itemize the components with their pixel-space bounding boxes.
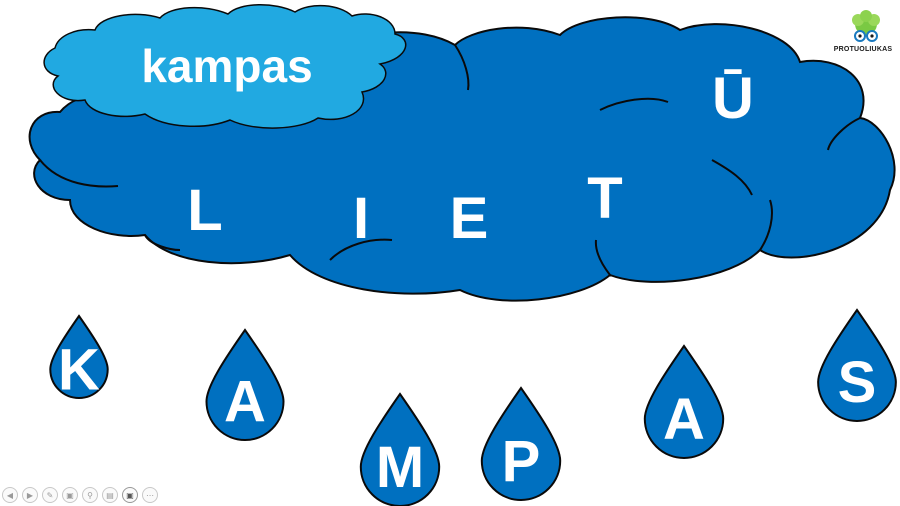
subtitles-icon[interactable]: ▤ (102, 487, 118, 503)
camera-icon[interactable]: ▣ (122, 487, 138, 503)
drop-letter-p-3[interactable]: P (502, 429, 541, 494)
brain-mascot-icon (852, 10, 880, 42)
slides-icon[interactable]: ▣ (62, 487, 78, 503)
rain-drop[interactable] (49, 314, 109, 399)
target-word: kampas (141, 40, 312, 92)
drop-letter-k-0[interactable]: K (58, 337, 100, 402)
cloud-letter-i[interactable]: I (353, 186, 369, 251)
presenter-toolbar: ◀ ▶ ✎ ▣ ⚲ ▤ ▣ ⋯ (2, 487, 158, 505)
rain-drop[interactable] (480, 386, 562, 501)
cloud-letter-t[interactable]: T (587, 166, 622, 231)
more-icon[interactable]: ⋯ (142, 487, 158, 503)
rain-drop[interactable] (643, 344, 725, 459)
pen-icon[interactable]: ✎ (42, 487, 58, 503)
rain-drop[interactable] (817, 308, 897, 422)
previous-icon[interactable]: ◀ (2, 487, 18, 503)
logo-text: PROTUOLIUKAS (833, 46, 893, 53)
rain-drops: K A M P A S (49, 308, 897, 506)
cloud-letter-u-macron[interactable]: Ū (712, 66, 754, 131)
drop-letter-m-2[interactable]: M (376, 435, 424, 500)
cloud-letter-e[interactable]: E (450, 186, 489, 251)
zoom-icon[interactable]: ⚲ (82, 487, 98, 503)
cloud-letters: L I E T Ū (187, 66, 754, 251)
word-cloud: kampas (43, 4, 407, 129)
rain-drop[interactable] (205, 328, 285, 441)
drop-letter-s-5[interactable]: S (838, 350, 877, 415)
cloud-letter-l[interactable]: L (187, 178, 222, 243)
next-icon[interactable]: ▶ (22, 487, 38, 503)
drop-letter-a-1[interactable]: A (224, 370, 266, 435)
drop-letter-a-4[interactable]: A (663, 387, 705, 452)
